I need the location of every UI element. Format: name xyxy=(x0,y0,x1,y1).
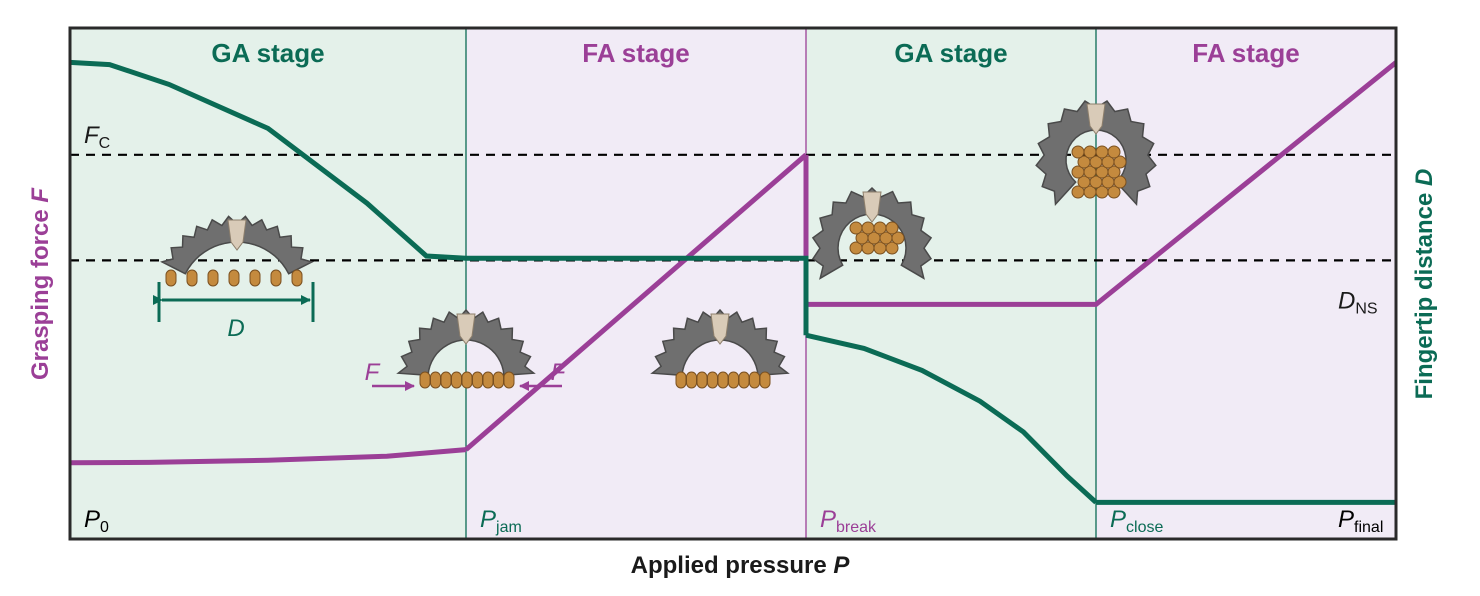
force-curve xyxy=(464,152,808,452)
stage-region-4 xyxy=(1096,28,1396,539)
stage-label: GA stage xyxy=(894,38,1007,68)
stage-label: FA stage xyxy=(582,38,689,68)
force-label-left: F xyxy=(365,359,381,386)
span-label-d: D xyxy=(227,315,244,342)
distance-curve xyxy=(69,59,467,261)
plot-frame xyxy=(68,26,1398,541)
force-curve xyxy=(803,60,1398,307)
gripper-illustration xyxy=(650,308,790,389)
gripper-illustration xyxy=(1035,99,1157,206)
pressure-tick-label: P0 xyxy=(84,506,109,536)
gripper-illustration xyxy=(396,308,536,389)
gripper-illustration xyxy=(160,215,314,287)
stage-label: GA stage xyxy=(211,38,324,68)
force-label-right: F xyxy=(551,359,567,386)
pressure-tick-label: Pbreak xyxy=(820,506,877,536)
stage-label: FA stage xyxy=(1192,38,1299,68)
right-axis-title: Fingertip distance D xyxy=(1411,169,1438,400)
pressure-tick-label: Pclose xyxy=(1110,506,1163,536)
pressure-tick-label: Pjam xyxy=(480,506,522,536)
distance-curve xyxy=(805,332,1098,505)
gripper-illustration xyxy=(811,186,933,280)
reference-label: FC xyxy=(84,122,110,152)
distance-curve xyxy=(466,255,809,336)
pressure-tick-label: Pfinal xyxy=(1338,506,1383,536)
left-axis-title: Grasping force F xyxy=(27,187,54,380)
force-curve xyxy=(69,447,467,466)
reference-label: DNS xyxy=(1338,287,1378,317)
stage-region-2 xyxy=(466,28,806,539)
x-axis-title: Applied pressure P xyxy=(631,552,851,579)
